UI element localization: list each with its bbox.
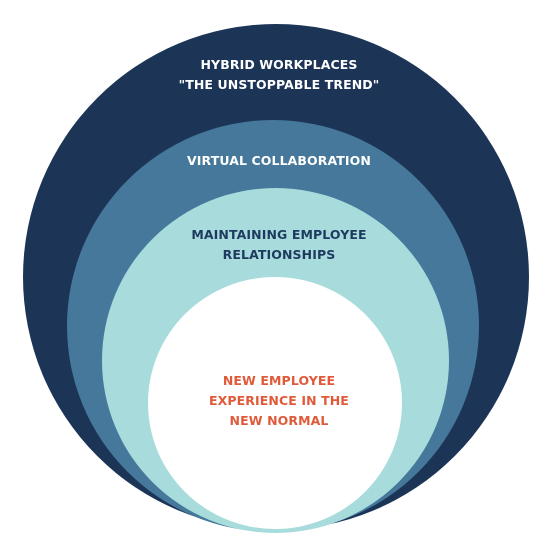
label-line: HYBRID WORKPLACES (200, 57, 358, 72)
label-line: RELATIONSHIPS (222, 247, 336, 262)
layer-hybrid-workplaces-label: HYBRID WORKPLACES "THE UNSTOPPABLE TREND… (0, 55, 558, 95)
label-line: NEW EMPLOYEE (222, 373, 336, 388)
layer-employee-relationships-label: MAINTAINING EMPLOYEE RELATIONSHIPS (0, 225, 558, 265)
label-line: NEW NORMAL (229, 413, 329, 428)
label-line: VIRTUAL COLLABORATION (187, 153, 371, 168)
layer-new-employee-experience-circle (148, 277, 402, 529)
layer-new-employee-experience-label: NEW EMPLOYEE EXPERIENCE IN THE NEW NORMA… (0, 371, 558, 431)
label-line: "THE UNSTOPPABLE TREND" (178, 77, 380, 92)
layer-virtual-collaboration-label: VIRTUAL COLLABORATION (0, 151, 558, 171)
label-line: EXPERIENCE IN THE (209, 393, 349, 408)
label-line: MAINTAINING EMPLOYEE (191, 227, 367, 242)
